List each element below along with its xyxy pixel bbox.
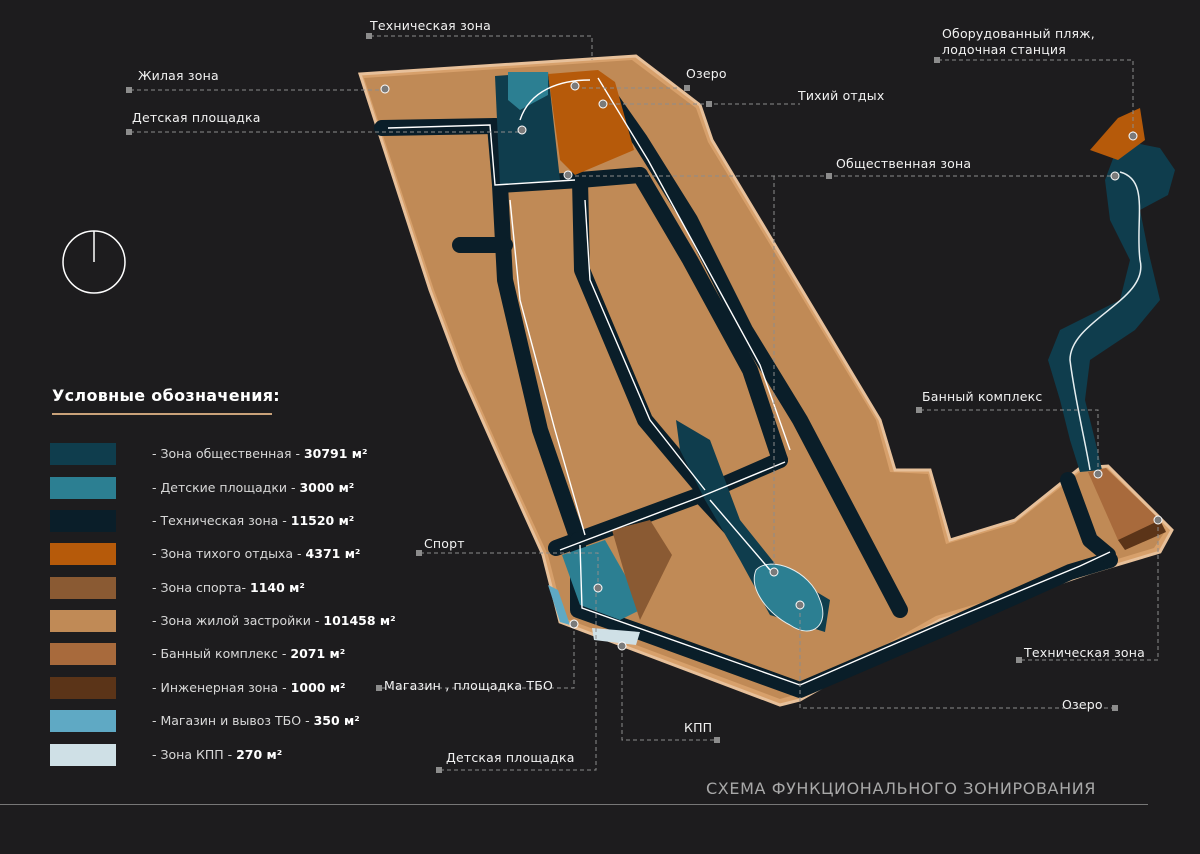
label-beach: Оборудованный пляж, лодочная станция	[942, 26, 1095, 57]
leader-lines	[130, 35, 1159, 771]
legend-value: 1140 м²	[250, 580, 305, 595]
beach-zone	[1090, 108, 1145, 160]
legend-swatch	[50, 710, 116, 732]
legend-label: - Зона жилой застройки -	[152, 613, 324, 628]
legend-swatch	[50, 677, 116, 699]
zone-marker-dots	[380, 81, 1163, 651]
legend-swatch	[50, 443, 116, 465]
label-checkpoint: КПП	[684, 720, 713, 735]
kids-playground-north	[508, 72, 548, 110]
scheme-title: СХЕМА ФУНКЦИОНАЛЬНОГО ЗОНИРОВАНИЯ	[706, 779, 1096, 798]
label-quiet-rest: Тихий отдых	[798, 88, 885, 103]
label-tech-zone-top: Техническая зона	[370, 18, 491, 33]
label-kids-playground-bottom: Детская площадка	[446, 750, 575, 765]
legend-label: - Детские площадки -	[152, 480, 300, 495]
lake-river	[1048, 140, 1175, 472]
checkpoint-zone	[592, 628, 640, 645]
legend-value: 2071 м²	[290, 646, 346, 661]
legend-value: 30791 м²	[303, 446, 368, 461]
label-public-zone: Общественная зона	[836, 156, 972, 171]
legend-swatch	[50, 543, 116, 565]
legend-item: - Банный комплекс - 2071 м²	[50, 643, 410, 665]
legend-swatch	[50, 477, 116, 499]
legend-item: - Зона тихого отдыха - 4371 м²	[50, 543, 410, 565]
legend-label: - Зона КПП -	[152, 747, 237, 762]
label-lake-bottom: Озеро	[1062, 697, 1103, 712]
lake-south-pond	[753, 563, 824, 632]
river-path	[1069, 171, 1142, 471]
leader-dots	[126, 33, 1118, 773]
label-living-zone: Жилая зона	[138, 68, 219, 83]
legend-value: 4371 м²	[305, 546, 361, 561]
walking-paths	[387, 77, 1111, 686]
label-shop: Магазин , площадка ТБО	[384, 678, 554, 693]
label-lake-top: Озеро	[686, 66, 727, 81]
legend-item: - Зона жилой застройки - 101458 м²	[50, 610, 410, 632]
legend-label: - Магазин и вывоз ТБО -	[152, 713, 314, 728]
legend-label: - Зона общественная -	[152, 446, 304, 461]
legend-underline	[52, 413, 272, 415]
shop-zone	[548, 585, 570, 625]
legend-value: 1000 м²	[290, 680, 346, 695]
legend-item: - Зона КПП - 270 м²	[50, 744, 410, 766]
legend-label: - Зона тихого отдыха -	[152, 546, 306, 561]
sport-zone	[612, 520, 672, 620]
legend-item: - Магазин и вывоз ТБО - 350 м²	[50, 710, 410, 732]
quiet-rest-zone	[548, 70, 634, 175]
legend-swatch	[50, 744, 116, 766]
label-kids-playground-top: Детская площадка	[132, 110, 261, 125]
label-sport: Спорт	[424, 536, 465, 551]
legend-title: Условные обозначения:	[52, 386, 280, 405]
north-arrow	[62, 230, 126, 294]
bath-complex-zone	[1088, 468, 1160, 540]
legend-value: 101458 м²	[323, 613, 396, 628]
legend-swatch	[50, 510, 116, 532]
legend-label: - Инженерная зона -	[152, 680, 291, 695]
legend-swatch	[50, 610, 116, 632]
legend-item: - Зона общественная - 30791 м²	[50, 443, 410, 465]
label-bath-complex: Банный комплекс	[922, 389, 1043, 404]
footer-divider	[0, 804, 1148, 805]
legend-label: - Зона спорта-	[152, 580, 251, 595]
legend-value: 3000 м²	[299, 480, 355, 495]
label-tech-zone-right: Техническая зона	[1024, 645, 1145, 660]
legend-value: 270 м²	[236, 747, 283, 762]
engineering-zone	[1118, 520, 1166, 550]
legend-item: - Детские площадки - 3000 м²	[50, 477, 410, 499]
legend-label: - Техническая зона -	[152, 513, 291, 528]
legend-label: - Банный комплекс -	[152, 646, 291, 661]
legend-swatch	[50, 577, 116, 599]
legend-item: - Техническая зона - 11520 м²	[50, 510, 410, 532]
legend-item: - Инженерная зона - 1000 м²	[50, 677, 410, 699]
legend-swatch	[50, 643, 116, 665]
legend-value: 11520 м²	[290, 513, 355, 528]
legend-value: 350 м²	[313, 713, 360, 728]
legend-item: - Зона спорта- 1140 м²	[50, 577, 410, 599]
